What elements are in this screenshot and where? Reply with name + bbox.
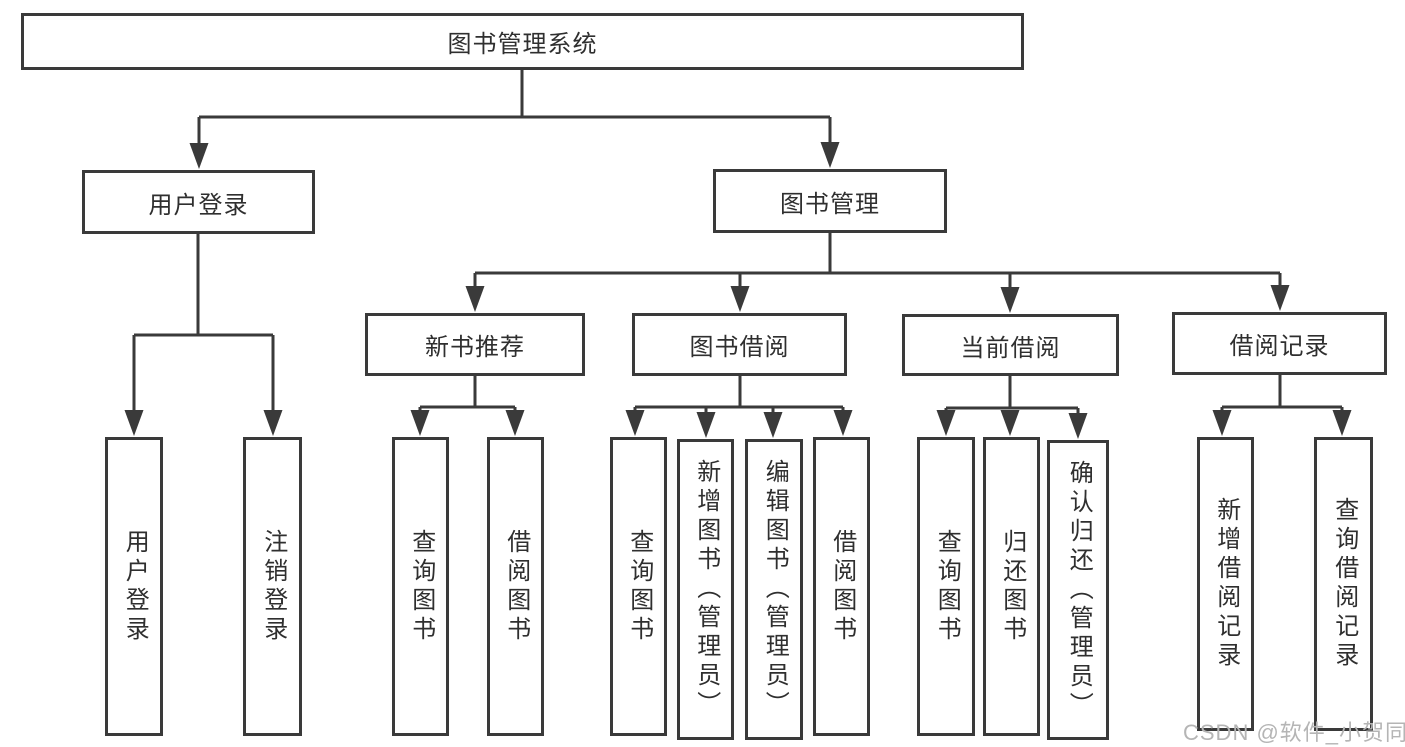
arrow-down-icon — [730, 286, 750, 312]
node-library-system: 图书管理系统 — [21, 13, 1024, 70]
node-label: 查询图书 — [625, 528, 653, 645]
csdn-watermark: CSDN @软件_小贺同学 — [1183, 720, 1405, 745]
node-label: 图书管理 — [780, 190, 880, 218]
arrow-down-icon — [1068, 413, 1088, 439]
edge-book-borrowing-to-children — [625, 376, 853, 438]
node-book-management: 图书管理 — [713, 169, 947, 233]
leaf-borrow-books-recommend: 借阅图书 — [487, 437, 544, 736]
arrow-down-icon — [189, 143, 209, 169]
leaf-add-borrow-record: 新增借阅记录 — [1197, 437, 1254, 731]
node-label: 当前借阅 — [960, 334, 1061, 362]
node-label: 新增图书（管理员） — [692, 459, 720, 720]
node-new-book-recommendation: 新书推荐 — [365, 313, 585, 376]
node-book-borrowing: 图书借阅 — [632, 313, 847, 376]
edge-user-login-to-children — [124, 234, 283, 436]
leaf-edit-book-admin: 编辑图书（管理员） — [745, 439, 803, 740]
node-label: 新增借阅记录 — [1212, 497, 1240, 671]
leaf-borrow-books-borrow: 借阅图书 — [813, 437, 870, 736]
node-label: 查询图书 — [407, 528, 435, 645]
leaf-logout-login: 注销登录 — [243, 437, 302, 736]
node-label: 新书推荐 — [425, 334, 525, 361]
arrow-down-icon — [696, 412, 716, 438]
node-current-borrowing: 当前借阅 — [902, 314, 1119, 376]
arrow-down-icon — [505, 410, 525, 436]
arrow-down-icon — [1212, 410, 1232, 436]
arrow-down-icon — [1000, 410, 1020, 436]
node-label: 编辑图书（管理员） — [761, 459, 789, 720]
leaf-return-book: 归还图书 — [983, 437, 1040, 736]
edge-borrowing-records-to-children — [1212, 375, 1352, 436]
arrow-down-icon — [1332, 410, 1352, 436]
node-label: 归还图书 — [998, 528, 1026, 645]
node-label: 图书借阅 — [689, 334, 790, 361]
node-label: 图书管理系统 — [447, 31, 598, 58]
node-label: 注销登录 — [259, 528, 287, 645]
arrow-down-icon — [263, 410, 283, 436]
arrow-down-icon — [1000, 287, 1020, 313]
node-label: 用户登录 — [148, 191, 249, 219]
arrow-down-icon — [833, 410, 853, 436]
arrow-down-icon — [1270, 285, 1290, 311]
edge-root-to-level2 — [189, 69, 840, 169]
arrow-down-icon — [820, 142, 840, 168]
node-label: 查询图书 — [933, 528, 961, 645]
leaf-search-books-recommend: 查询图书 — [392, 437, 449, 736]
node-label: 借阅图书 — [502, 528, 530, 645]
arrow-down-icon — [763, 412, 783, 438]
edge-current-borrowing-to-children — [936, 376, 1088, 439]
leaf-user-login: 用户登录 — [105, 437, 163, 736]
node-label: 确认归还（管理员） — [1065, 459, 1093, 721]
edge-book-management-to-children — [465, 233, 1290, 313]
arrow-down-icon — [625, 410, 645, 436]
node-borrowing-records: 借阅记录 — [1172, 312, 1387, 375]
leaf-search-borrow-record: 查询借阅记录 — [1314, 437, 1373, 731]
node-user-login: 用户登录 — [82, 170, 315, 234]
edge-new-book-recommendation-to-children — [410, 376, 525, 436]
leaf-add-book-admin: 新增图书（管理员） — [677, 439, 734, 740]
leaf-search-books-borrow: 查询图书 — [610, 437, 667, 736]
node-label: 用户登录 — [121, 528, 149, 645]
node-label: 查询借阅记录 — [1330, 497, 1358, 671]
arrow-down-icon — [465, 286, 485, 312]
node-label: 借阅记录 — [1229, 333, 1330, 360]
leaf-confirm-return-admin: 确认归还（管理员） — [1047, 440, 1109, 740]
node-label: 借阅图书 — [828, 528, 856, 645]
arrow-down-icon — [410, 410, 430, 436]
arrow-down-icon — [124, 410, 144, 436]
leaf-search-books-current: 查询图书 — [917, 437, 975, 736]
arrow-down-icon — [936, 410, 956, 436]
